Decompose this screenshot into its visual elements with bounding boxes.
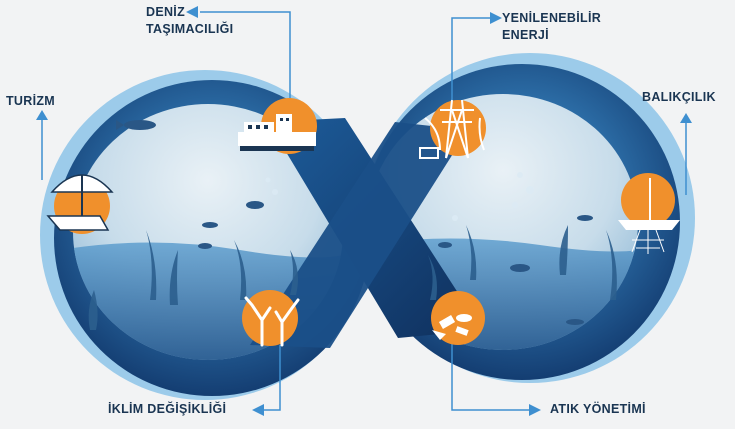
label-atik-yonetimi: ATIK YÖNETİMİ bbox=[550, 402, 646, 416]
fish-decoration bbox=[116, 120, 593, 325]
crossing-band-up bbox=[250, 122, 468, 348]
power-tower-icon bbox=[419, 99, 486, 159]
label-balikcilik: BALIKÇILIK bbox=[642, 90, 716, 104]
beach-umbrella-icon bbox=[46, 174, 114, 234]
label-yenilenebilir-line2: ENERJİ bbox=[502, 28, 549, 42]
label-deniz-line1: DENİZ bbox=[146, 5, 185, 19]
ship-icon bbox=[238, 98, 317, 154]
coral-icon bbox=[242, 290, 300, 347]
seaweed-decoration bbox=[88, 225, 617, 330]
label-iklim-degisikligi: İKLİM DEĞİŞİKLİĞİ bbox=[108, 402, 227, 416]
label-yenilenebilir-line1: YENİLENEBİLİR bbox=[502, 11, 602, 25]
waste-icon bbox=[431, 291, 485, 345]
label-deniz-line2: TAŞIMACILIĞI bbox=[146, 22, 234, 36]
bubbles-decoration bbox=[265, 172, 534, 221]
connector-lines bbox=[41, 11, 687, 411]
label-deniz-tasimaciligi: DENİZ TAŞIMACILIĞI bbox=[146, 4, 233, 38]
fishing-boat-icon bbox=[618, 173, 680, 254]
arrow-heads bbox=[36, 6, 692, 416]
label-yenilenebilir-enerji: YENİLENEBİLİR ENERJİ bbox=[502, 10, 601, 44]
label-turizm: TURİZM bbox=[6, 94, 56, 108]
